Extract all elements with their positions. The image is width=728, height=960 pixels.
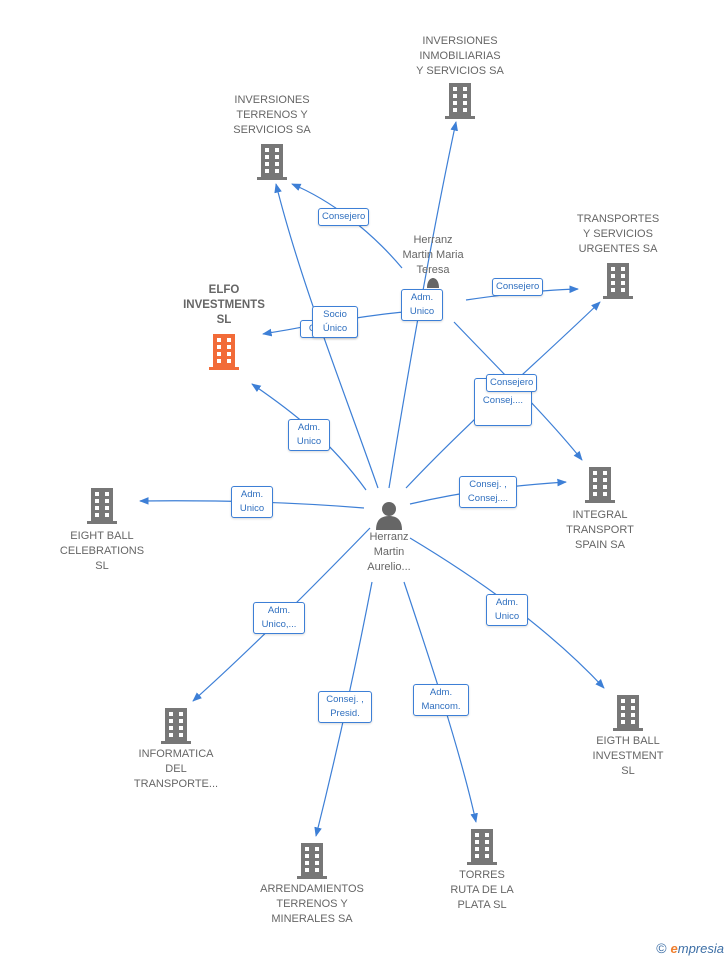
person-label: Herranz Martin Maria Teresa: [402, 234, 464, 276]
person-label: Herranz Martin Aurelio...: [367, 531, 411, 573]
building-icon: [161, 708, 191, 744]
company-label: INVERSIONES INMOBILIARIAS Y SERVICIOS SA: [416, 35, 504, 77]
company-label: EIGHT BALL CELEBRATIONS SL: [59, 530, 145, 572]
building-icon: [87, 488, 117, 524]
company-arrendamientos[interactable]: ARRENDAMIENTOS TERRENOS Y MINERALES SA: [252, 843, 372, 927]
edge-label-adm-mancom[interactable]: Adm. Mancom.: [413, 684, 469, 716]
company-integral[interactable]: INTEGRAL TRANSPORT SPAIN SA: [550, 467, 650, 553]
building-icon: [585, 467, 615, 503]
company-eigthball[interactable]: EIGTH BALL INVESTMENT SL: [578, 695, 678, 779]
building-icon: [603, 263, 633, 299]
brand-text: mpresia: [677, 941, 724, 956]
company-label: EIGTH BALL INVESTMENT SL: [592, 735, 664, 777]
building-icon: [445, 83, 475, 119]
edge-maria-terrenos: [291, 183, 403, 269]
edge-label-adm-unico-eigth[interactable]: Adm. Unico: [486, 594, 528, 626]
edge-label-adm-unico-eightball[interactable]: Adm. Unico: [231, 486, 273, 518]
person-icon: [427, 278, 439, 288]
empresia-watermark: ©empresia: [656, 940, 724, 956]
edge-label-consej-integral[interactable]: Consej. , Consej....: [459, 476, 517, 508]
building-icon: [209, 334, 239, 370]
edge-label-consejero-mid[interactable]: Consejero: [486, 374, 538, 392]
edge-label-socio-unico[interactable]: Socio Único: [312, 306, 358, 338]
person-icon: [376, 502, 402, 530]
copyright-symbol: ©: [656, 940, 667, 956]
building-icon: [257, 144, 287, 180]
company-transportes[interactable]: TRANSPORTES Y SERVICIOS URGENTES SA: [562, 212, 674, 299]
company-label: TRANSPORTES Y SERVICIOS URGENTES SA: [576, 213, 660, 255]
company-informatica[interactable]: INFORMATICA DEL TRANSPORTE...: [124, 708, 228, 792]
edge-label-adm-unico-elfo[interactable]: Adm. Unico: [288, 419, 330, 451]
edge-label-consej-presid[interactable]: Consej. , Presid.: [318, 691, 372, 723]
edge-label-consejero-terrenos[interactable]: Consejero: [318, 208, 370, 226]
company-label: ARRENDAMIENTOS TERRENOS Y MINERALES SA: [260, 883, 364, 925]
company-label: INTEGRAL TRANSPORT SPAIN SA: [566, 509, 634, 551]
building-icon: [613, 695, 643, 731]
company-label: INVERSIONES TERRENOS Y SERVICIOS SA: [233, 94, 311, 136]
company-label: INFORMATICA DEL TRANSPORTE...: [133, 748, 219, 790]
company-label: ELFO INVESTMENTS SL: [183, 284, 265, 326]
edge-label-adm-unico-informatica[interactable]: Adm. Unico,...: [253, 602, 305, 634]
building-icon: [297, 843, 327, 879]
edge-label-adm-unico-maria[interactable]: Adm. Unico: [401, 289, 443, 321]
building-icon: [467, 829, 497, 865]
person-maria[interactable]: Herranz Martin Maria Teresa: [394, 233, 472, 288]
company-torres[interactable]: TORRES RUTA DE LA PLATA SL: [432, 829, 532, 913]
person-aurelio[interactable]: Herranz Martin Aurelio...: [350, 500, 428, 575]
company-label: TORRES RUTA DE LA PLATA SL: [450, 869, 514, 911]
brand-e-logo: e: [670, 941, 678, 956]
company-eightball[interactable]: EIGHT BALL CELEBRATIONS SL: [50, 488, 154, 574]
edge-label-consejero-transportes[interactable]: Consejero: [492, 278, 544, 296]
company-inmobiliarias[interactable]: INVERSIONES INMOBILIARIAS Y SERVICIOS SA: [405, 34, 515, 119]
company-elfo[interactable]: ELFO INVESTMENTS SL: [170, 283, 278, 370]
company-terrenos[interactable]: INVERSIONES TERRENOS Y SERVICIOS SA: [218, 93, 326, 180]
